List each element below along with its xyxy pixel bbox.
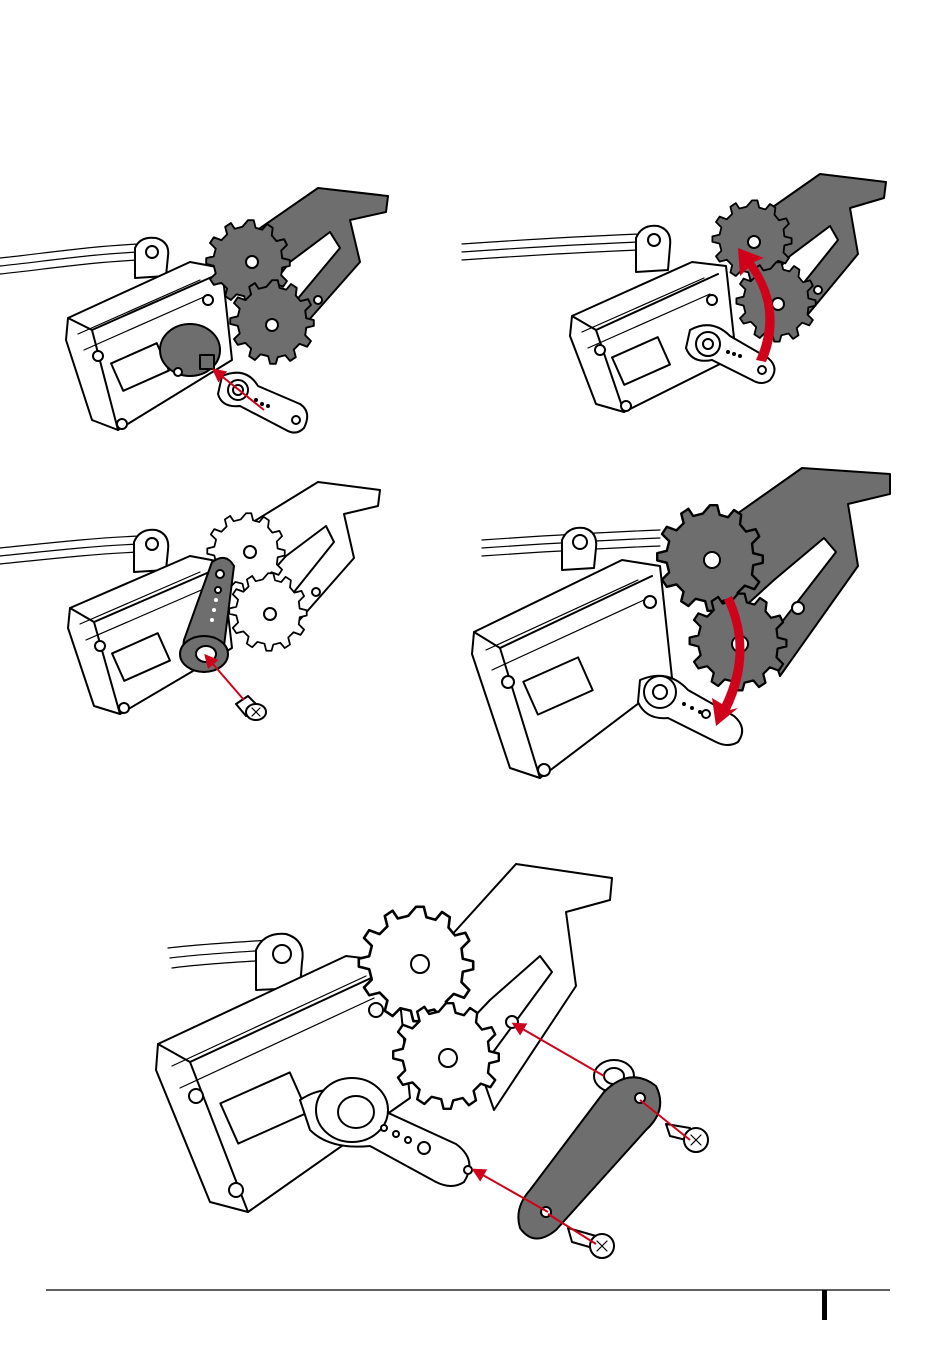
screw-icon xyxy=(236,696,266,720)
step-2 xyxy=(462,174,886,412)
step-5 xyxy=(156,864,708,1258)
step-4 xyxy=(472,468,890,778)
step-3 xyxy=(0,482,380,720)
servo-icon xyxy=(472,560,672,778)
cable xyxy=(0,244,140,258)
screw-icon xyxy=(568,1228,614,1258)
page-marker xyxy=(822,1290,827,1320)
step-1 xyxy=(0,188,388,433)
